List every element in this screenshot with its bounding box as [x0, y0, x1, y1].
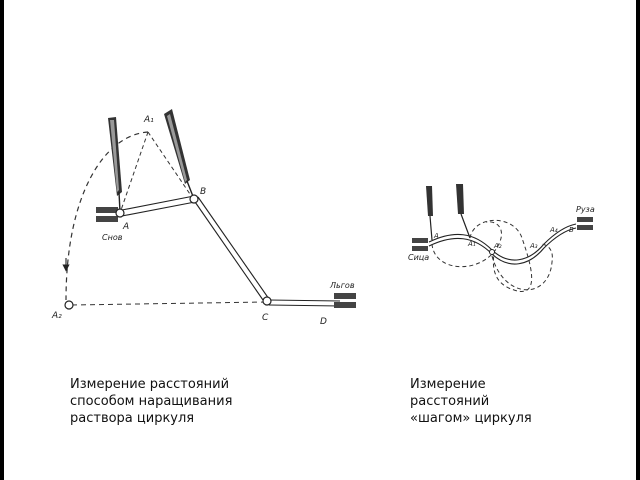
left-label-b: B — [200, 187, 206, 197]
caption-left-line-3: раствора циркуля — [70, 411, 195, 426]
right-label-a: A — [433, 232, 439, 240]
right-figure: A A₁ A₂ A₃ A₄ B Сица Руза — [408, 184, 595, 292]
right-point-a2-marker — [489, 249, 495, 255]
town-symbol-start-right — [412, 238, 428, 251]
left-point-a2-marker — [64, 300, 74, 310]
left-dashed-a1-a — [119, 131, 149, 214]
left-point-b-marker — [189, 194, 199, 204]
left-compass-needle-2 — [164, 109, 195, 200]
left-compass-needle-1 — [108, 117, 122, 213]
caption-left: Измерение расстояний способом наращивани… — [70, 376, 232, 427]
right-label-a2: A₂ — [493, 242, 502, 250]
slide: A₁ A B C D A₂ Снов Льгов — [4, 0, 636, 480]
caption-left-line-1: Измерение расстояний — [70, 377, 230, 392]
caption-right-line-3: «шагом» циркуля — [410, 411, 532, 426]
left-label-a1: A₁ — [143, 115, 154, 125]
left-label-a: A — [122, 222, 129, 232]
left-label-c: C — [262, 313, 269, 323]
diagram: A₁ A B C D A₂ Снов Льгов — [51, 109, 595, 327]
right-compass-needle-2 — [456, 184, 471, 239]
caption-right: Измерение расстояний «шагом» циркуля — [410, 376, 532, 427]
right-dashed-loop-2 — [469, 219, 533, 292]
right-dashed-loop-3 — [491, 243, 553, 291]
left-label-d: D — [320, 317, 327, 327]
left-town-end: Льгов — [329, 281, 355, 290]
caption-left-line-2: способом наращивания — [70, 394, 233, 409]
town-symbol-start-left — [96, 207, 118, 222]
left-point-a-marker — [115, 208, 125, 218]
right-road-line-1 — [428, 223, 577, 261]
left-dashed-arc — [65, 131, 149, 301]
left-dashed-a1-b — [147, 131, 195, 201]
right-town-start: Сица — [408, 253, 429, 262]
left-dashed-a2-c — [71, 301, 267, 306]
left-label-a2: A₂ — [51, 311, 62, 321]
right-town-end: Руза — [576, 205, 595, 214]
right-compass-needle-1 — [426, 186, 433, 241]
left-town-start: Снов — [102, 233, 123, 242]
left-figure: A₁ A B C D A₂ Снов Льгов — [51, 109, 356, 327]
right-road-line-2 — [428, 227, 577, 265]
caption-right-line-2: расстояний — [410, 394, 490, 409]
left-route — [121, 195, 341, 307]
right-label-a1: A₁ — [467, 240, 476, 248]
left-point-c-marker — [262, 296, 272, 306]
right-label-a4: A₄ — [549, 226, 558, 234]
caption-right-line-1: Измерение — [410, 377, 486, 392]
town-symbol-end-right — [577, 217, 593, 230]
town-symbol-end-left — [334, 293, 356, 308]
right-label-b: B — [569, 226, 574, 234]
right-label-a3: A₃ — [529, 242, 538, 250]
